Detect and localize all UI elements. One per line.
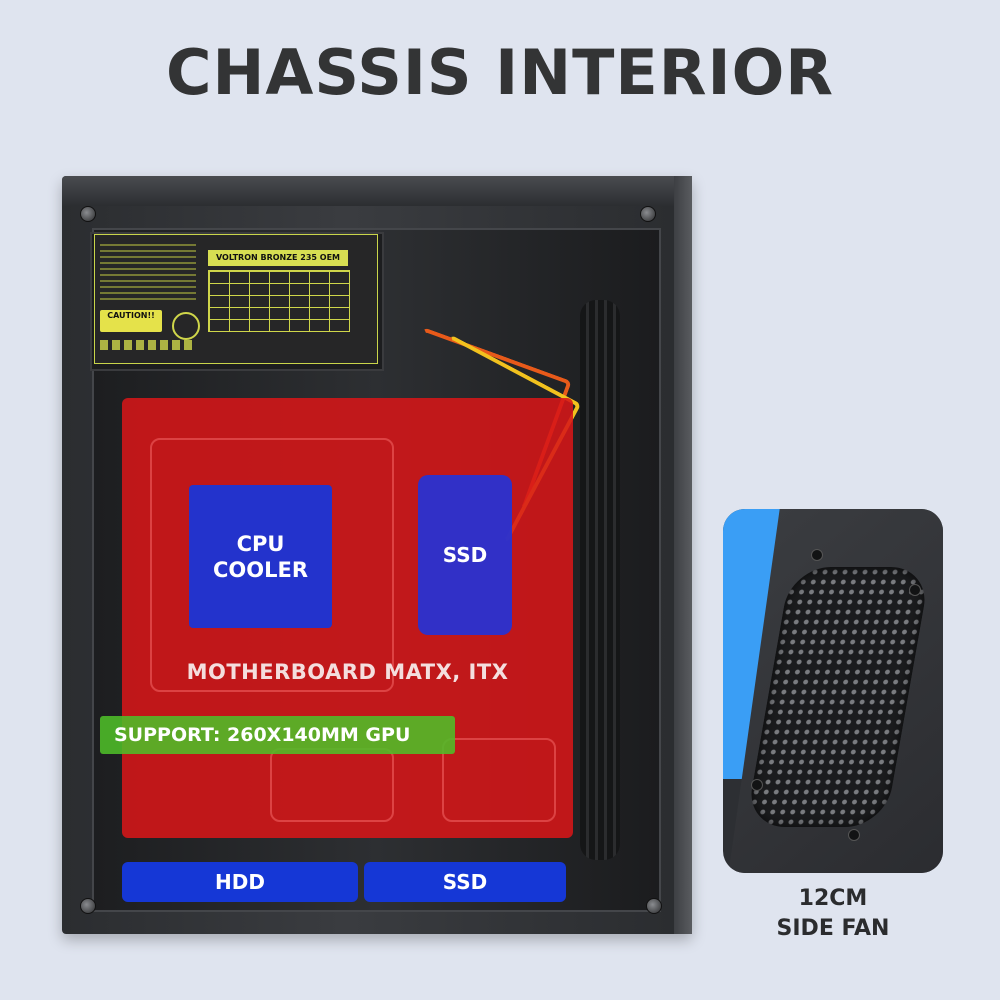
psu-spec-table bbox=[208, 270, 350, 332]
screw-icon bbox=[80, 898, 96, 914]
psu-badge-icon bbox=[172, 312, 200, 340]
hdd-label: HDD bbox=[215, 870, 265, 894]
cpu-cooler-label-line2: COOLER bbox=[212, 557, 308, 582]
side-fan-size: 12CM bbox=[798, 886, 868, 911]
psu-model-label: VOLTRON BRONZE 235 OEM bbox=[208, 250, 348, 266]
mount-hole-icon bbox=[751, 779, 763, 791]
cpu-cooler-zone: CPU COOLER bbox=[189, 485, 332, 628]
cpu-cooler-label-line1: CPU bbox=[236, 531, 285, 556]
screw-icon bbox=[646, 898, 662, 914]
psu-fine-print bbox=[100, 244, 196, 300]
ssd-mount-top: SSD bbox=[418, 475, 512, 635]
psu-certification-icons bbox=[100, 340, 196, 350]
cable-bundle bbox=[580, 300, 620, 860]
mount-hole-icon bbox=[811, 549, 823, 561]
hdd-bay: HDD bbox=[122, 862, 358, 902]
chassis-top-panel bbox=[62, 176, 692, 206]
ssd-bottom-label: SSD bbox=[442, 870, 488, 894]
motherboard-tray-outline bbox=[442, 738, 556, 822]
gpu-support-label: SUPPORT: 260X140MM GPU bbox=[100, 716, 455, 754]
side-fan-label: SIDE FAN bbox=[776, 916, 890, 941]
motherboard-tray-outline bbox=[270, 748, 394, 822]
motherboard-tray-outline bbox=[150, 438, 394, 692]
side-fan-image bbox=[723, 509, 943, 873]
page-title: CHASSIS INTERIOR bbox=[165, 36, 835, 109]
screw-icon bbox=[640, 206, 656, 222]
ssd-top-label: SSD bbox=[442, 543, 488, 567]
ssd-bay-bottom: SSD bbox=[364, 862, 566, 902]
mount-hole-icon bbox=[909, 584, 921, 596]
mount-hole-icon bbox=[848, 829, 860, 841]
side-fan-caption: 12CM SIDE FAN bbox=[723, 884, 943, 944]
screw-icon bbox=[80, 206, 96, 222]
chassis-side-edge bbox=[674, 176, 692, 934]
motherboard-label: MOTHERBOARD MATX, ITX bbox=[186, 660, 509, 684]
psu-caution-label: CAUTION!! bbox=[100, 310, 162, 332]
